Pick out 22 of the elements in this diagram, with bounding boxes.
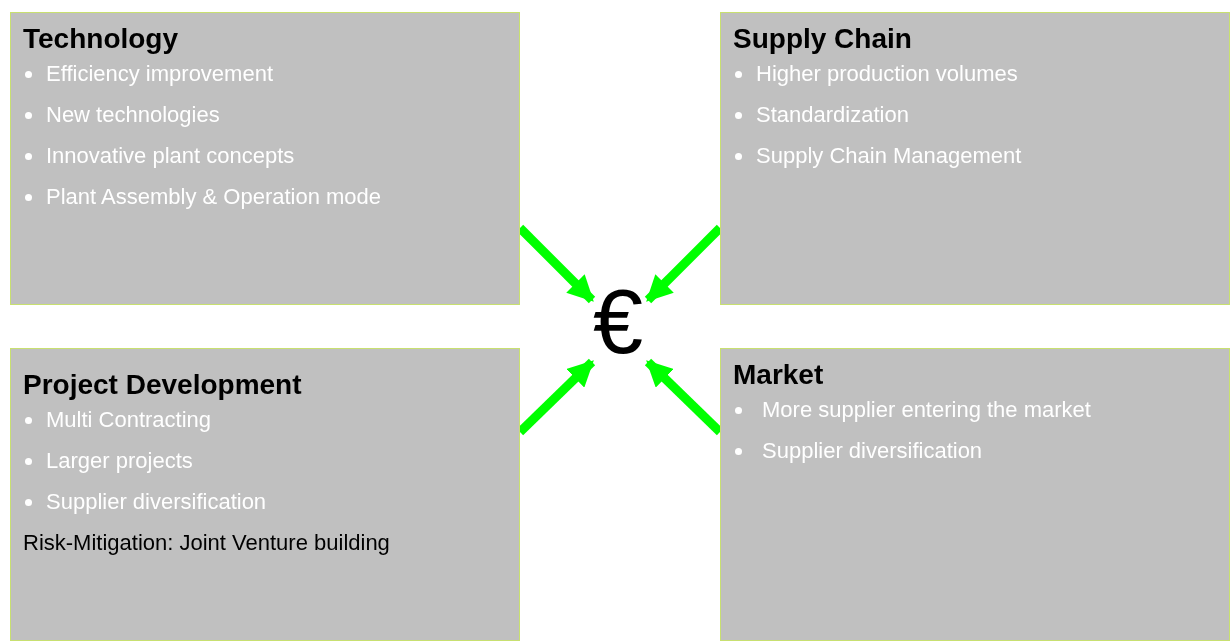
bullet-item: Efficiency improvement xyxy=(23,61,507,87)
euro-sign: € xyxy=(585,282,651,362)
bullet-item: Multi Contracting xyxy=(23,407,507,433)
box-heading: Project Development xyxy=(23,369,303,401)
bullet-item: Higher production volumes xyxy=(733,61,1217,87)
bullet-item: Larger projects xyxy=(23,448,507,474)
category-box xyxy=(720,348,1230,641)
category-box xyxy=(10,12,520,305)
bullet-item: Supplier diversification xyxy=(733,438,1217,464)
bullet-item: Standardization xyxy=(733,102,1217,128)
box-heading: Technology xyxy=(23,23,180,55)
bullet-item: New technologies xyxy=(23,102,507,128)
box-heading: Supply Chain xyxy=(733,23,913,55)
box-heading: Market xyxy=(733,359,825,391)
category-box xyxy=(720,12,1230,305)
note-text: Risk-Mitigation: Joint Venture building xyxy=(23,530,391,556)
bullet-item: More supplier entering the market xyxy=(733,397,1217,423)
category-box xyxy=(10,348,520,641)
bullet-item: Innovative plant concepts xyxy=(23,143,507,169)
bullet-item: Supply Chain Management xyxy=(733,143,1217,169)
bullet-item: Plant Assembly & Operation mode xyxy=(23,184,507,210)
bullet-item: Supplier diversification xyxy=(23,489,507,515)
